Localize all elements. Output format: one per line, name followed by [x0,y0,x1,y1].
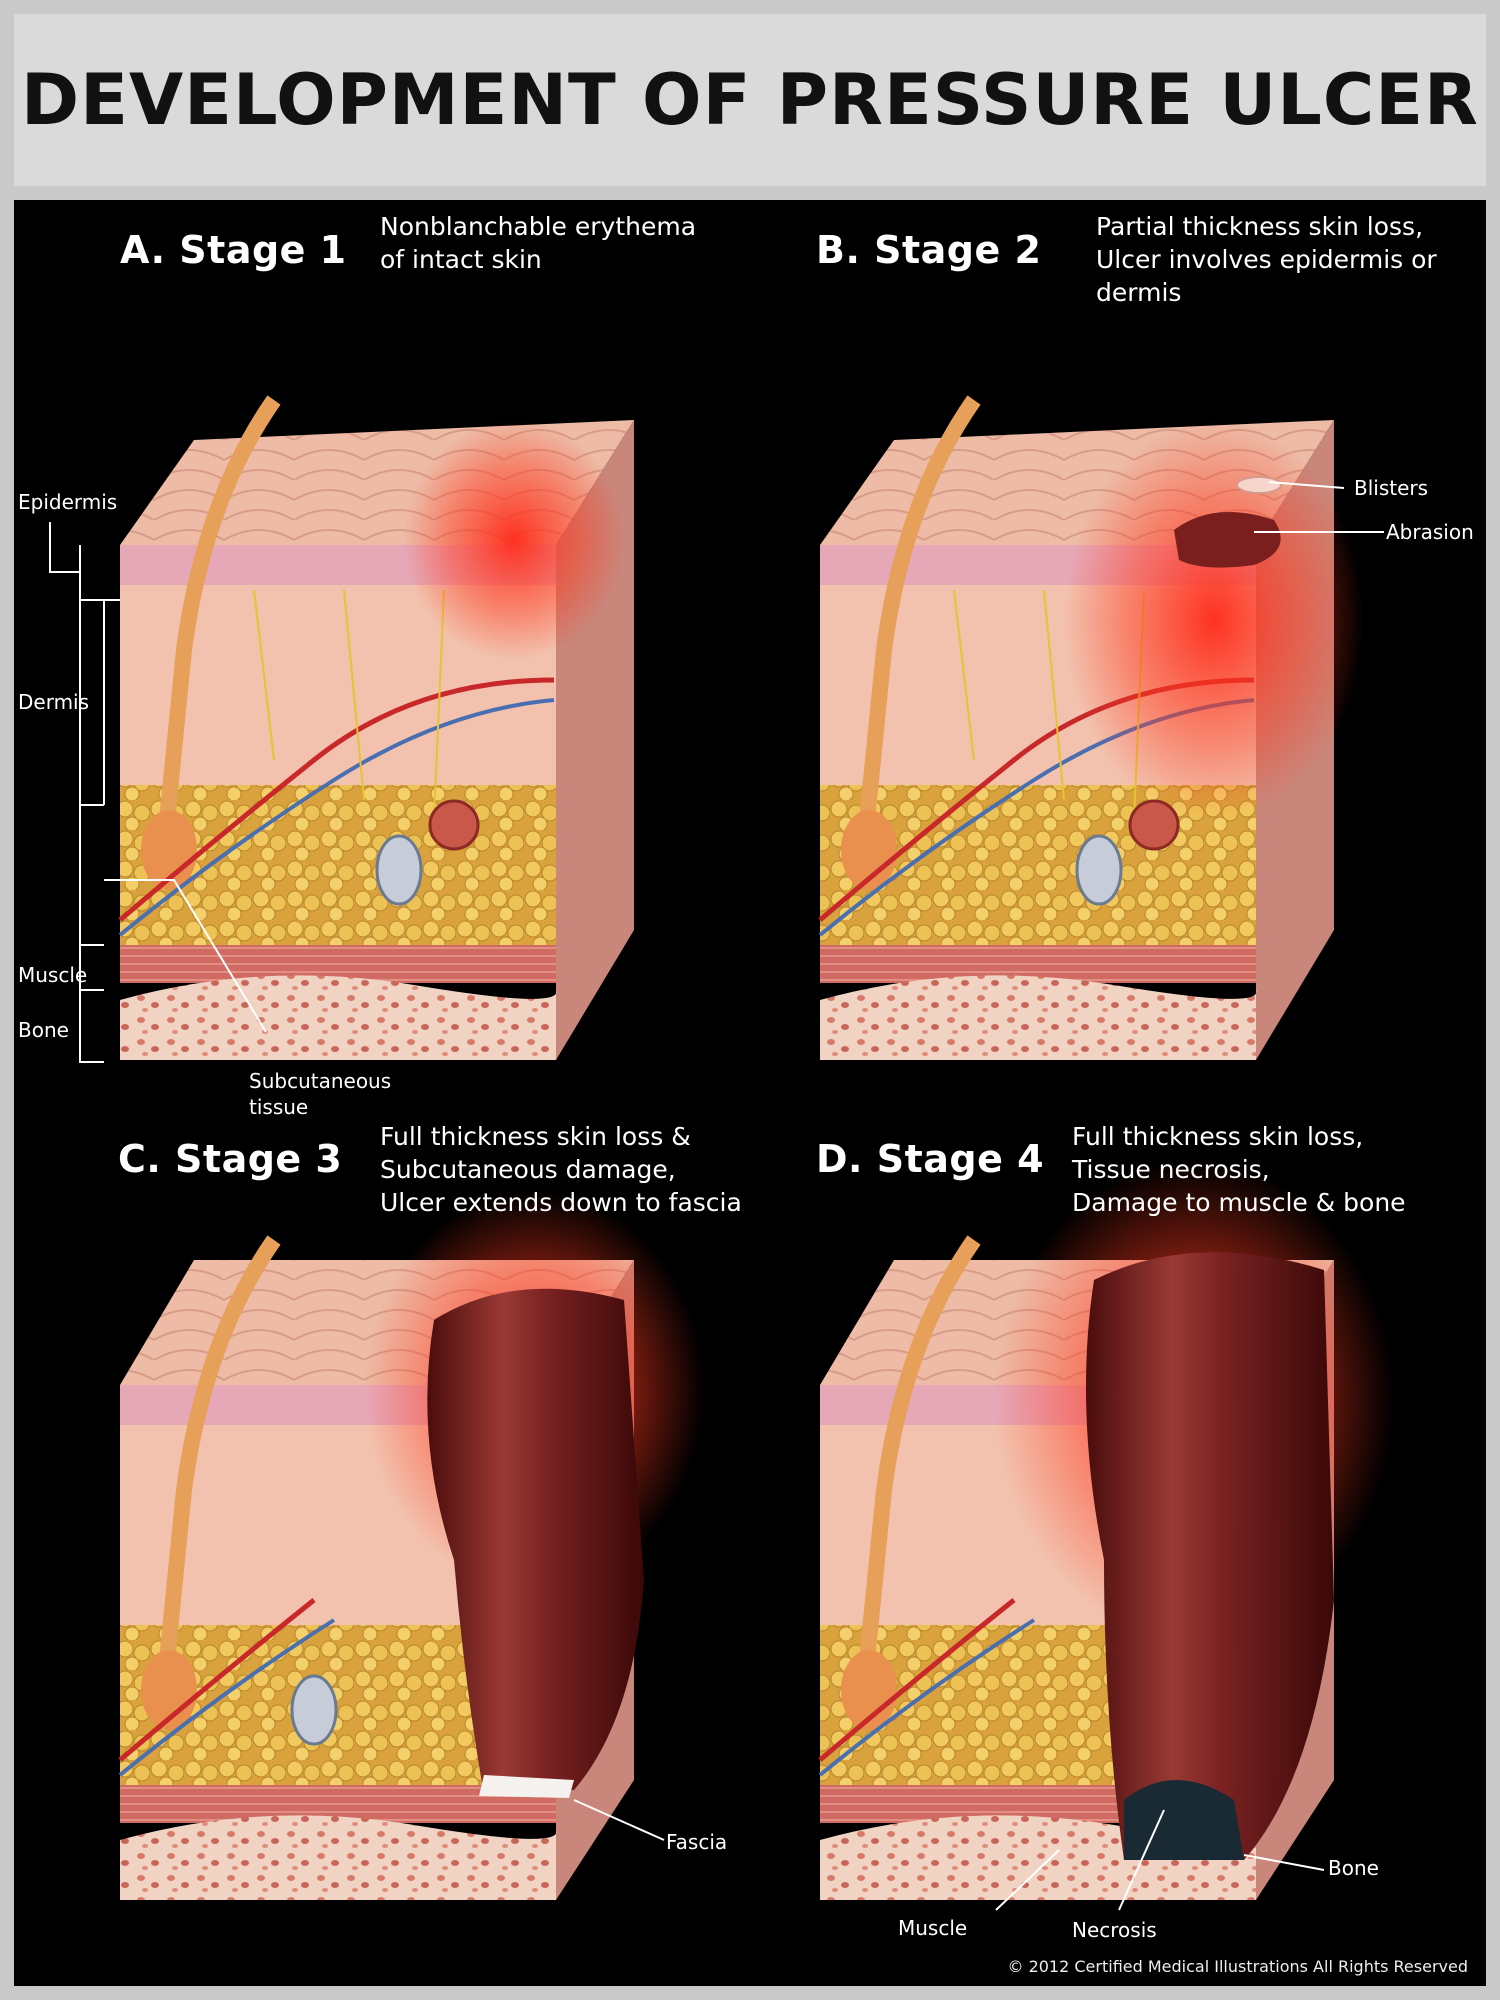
stage-d-desc-line: Tissue necrosis, [1072,1155,1270,1184]
stage-d-description: Full thickness skin loss, Tissue necrosi… [1072,1120,1406,1219]
stage-a-desc-line: Nonblanchable erythema [380,212,697,241]
stage-b-description: Partial thickness skin loss, Ulcer invol… [1096,210,1437,309]
abrasion-callout: Abrasion [1386,520,1474,544]
fascia-callout: Fascia [666,1830,728,1854]
stage-c-desc-line: Ulcer extends down to fascia [380,1188,742,1217]
stage-c-block [118,1190,704,1900]
copyright-text: © 2012 Certified Medical Illustrations A… [1007,1957,1468,1976]
stage-c-desc-line: Full thickness skin loss & [380,1122,691,1151]
subcutaneous-label-line: tissue [249,1095,309,1119]
stage-c-desc-line: Subcutaneous damage, [380,1155,676,1184]
blisters-callout: Blisters [1354,476,1429,500]
page-title: DEVELOPMENT OF PRESSURE ULCER [21,59,1479,141]
stage-b-desc-line: Ulcer involves epidermis or [1096,245,1437,274]
stage-b-block [818,395,1364,1060]
muscle-callout: Muscle [898,1916,968,1940]
stage-b-desc-line: dermis [1096,278,1182,307]
stage-b-desc-line: Partial thickness skin loss, [1096,212,1424,241]
stage-c-description: Full thickness skin loss & Subcutaneous … [380,1120,742,1219]
stage-c-label: C. Stage 3 [118,1137,343,1181]
stage-a-block [118,395,634,1060]
subcutaneous-label-line: Subcutaneous [249,1069,392,1093]
illustration-panel: A. Stage 1 Nonblanchable erythema of int… [14,200,1486,1986]
stage-b-label: B. Stage 2 [816,228,1042,272]
stage-d-block [818,1160,1394,1900]
stage-d-desc-line: Damage to muscle & bone [1072,1188,1406,1217]
dermis-label: Dermis [18,690,90,714]
bone-label: Bone [18,1018,69,1042]
muscle-label: Muscle [18,963,88,987]
subcutaneous-label: Subcutaneous tissue [249,1068,391,1120]
stage-a-label: A. Stage 1 [120,228,347,272]
title-bar: DEVELOPMENT OF PRESSURE ULCER [14,14,1486,186]
stage-d-desc-line: Full thickness skin loss, [1072,1122,1364,1151]
leader-lines [49,481,1384,1911]
skin-illustrations [49,395,1394,1911]
stage-a-description: Nonblanchable erythema of intact skin [380,210,696,276]
bone-callout: Bone [1328,1856,1379,1880]
stage-a-desc-line: of intact skin [380,245,542,274]
necrosis-callout: Necrosis [1072,1918,1157,1942]
epidermis-label: Epidermis [18,490,118,514]
stage-d-label: D. Stage 4 [816,1137,1045,1181]
